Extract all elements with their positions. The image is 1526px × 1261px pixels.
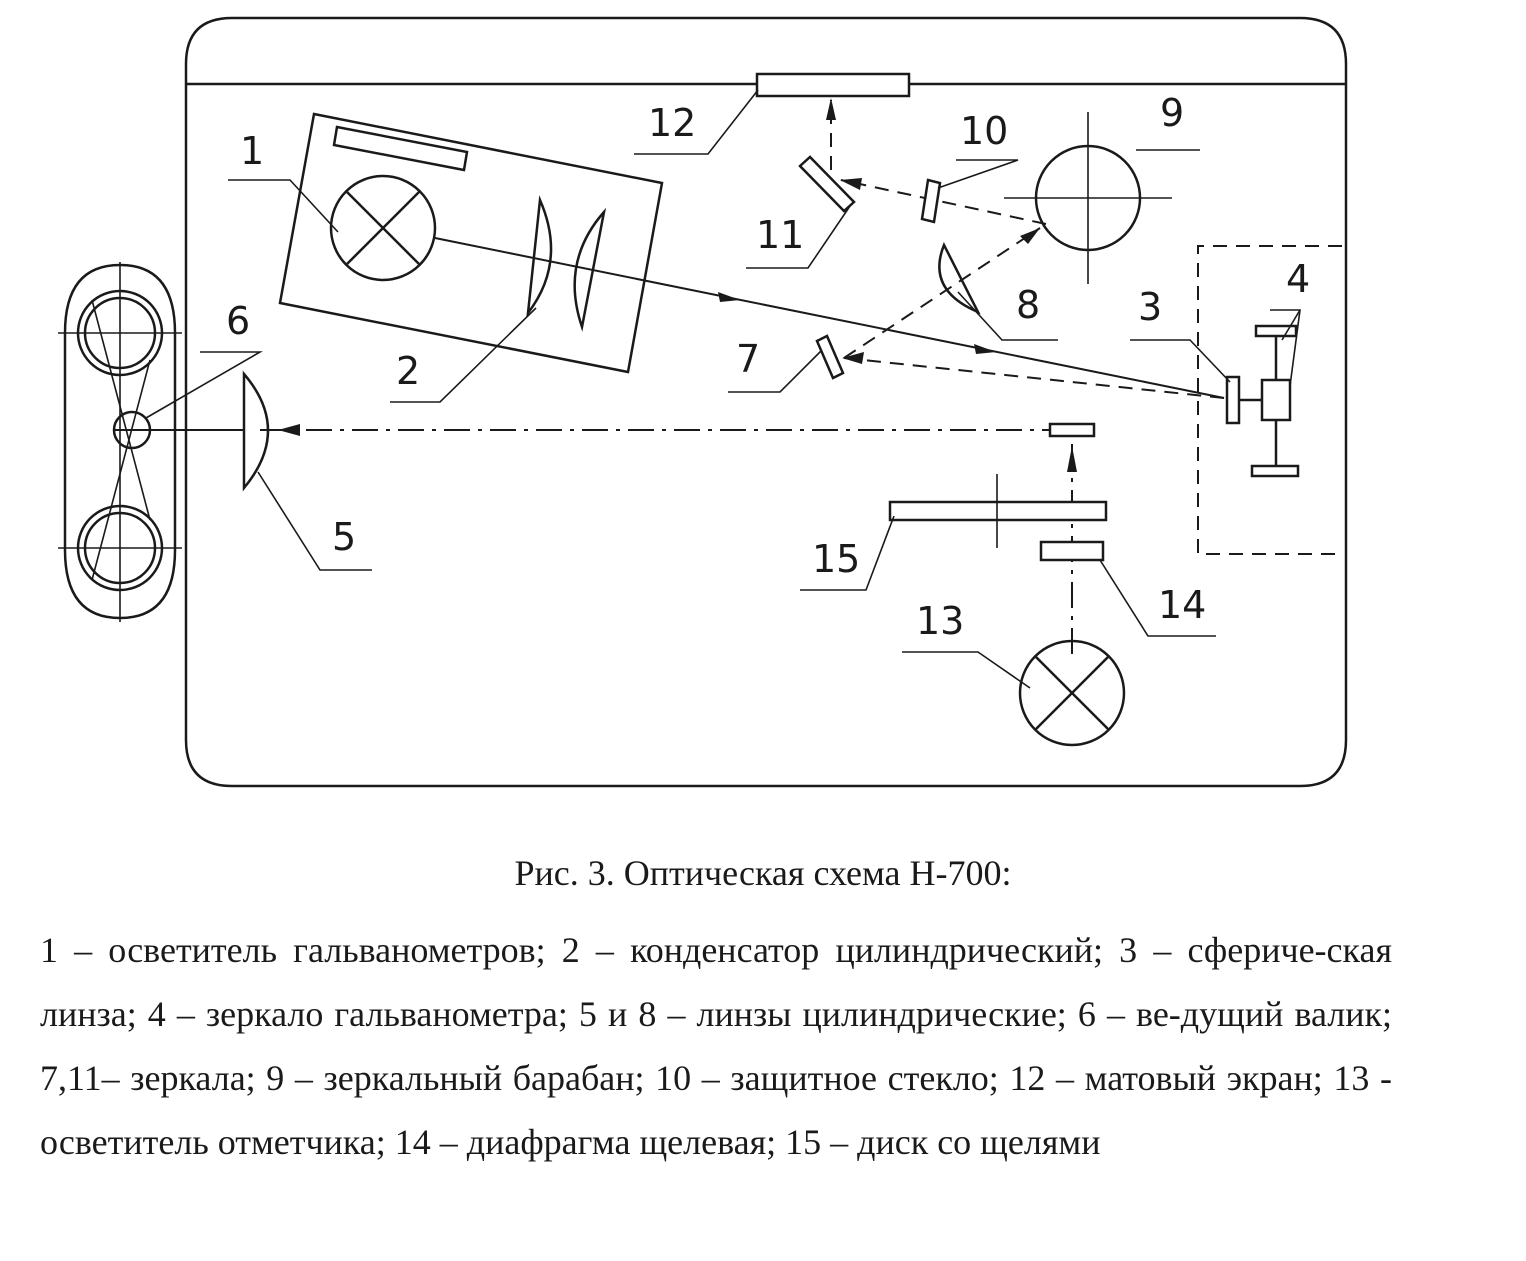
- recording-beam: [113, 424, 1090, 436]
- figure-legend: 1 – осветитель гальванометров; 2 – конде…: [40, 930, 1392, 1162]
- reflected-beams: [826, 98, 1225, 399]
- label-10: 10: [960, 109, 1008, 153]
- label-7: 7: [736, 337, 760, 381]
- protective-glass: [920, 178, 942, 224]
- main-light-beam: [434, 237, 1225, 399]
- label-11: 11: [756, 213, 804, 257]
- label-1: 1: [240, 129, 264, 173]
- label-12: 12: [648, 101, 696, 145]
- galvanometer-lamp: [329, 174, 437, 282]
- optical-scheme-diagram: 1 2 3 4 5 6 7 8 9 10 11 12 13 14 15: [58, 16, 1348, 788]
- label-4: 4: [1286, 257, 1310, 301]
- matte-screen: [755, 72, 911, 98]
- mirror-drum: [1004, 112, 1172, 284]
- label-3: 3: [1138, 285, 1162, 329]
- cylindrical-condenser: [526, 195, 607, 332]
- cylindrical-lens-8: [938, 241, 981, 315]
- time-marker: [888, 422, 1126, 747]
- label-15: 15: [812, 537, 860, 581]
- galvanometer-illuminator-box: [278, 112, 664, 374]
- cylindrical-lens-5: [242, 370, 270, 492]
- label-13: 13: [916, 599, 964, 643]
- label-2: 2: [396, 349, 420, 393]
- label-9: 9: [1160, 91, 1184, 135]
- figure-caption: Рис. 3. Оптическая схема Н-700:: [514, 853, 1012, 893]
- leader-lines: [145, 89, 1301, 689]
- label-8: 8: [1016, 283, 1040, 327]
- mirror-11: [798, 155, 856, 213]
- mirror-7: [815, 334, 845, 380]
- film-drive: [58, 262, 182, 622]
- galvanometer-assembly: [1197, 245, 1342, 555]
- label-6: 6: [226, 299, 250, 343]
- label-5: 5: [332, 515, 356, 559]
- label-14: 14: [1158, 583, 1206, 627]
